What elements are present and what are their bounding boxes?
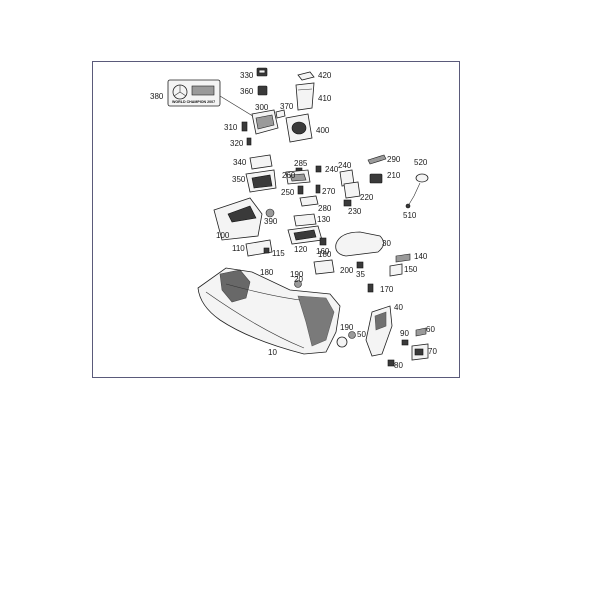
part-50-shape <box>336 336 348 348</box>
part-number-label: 510 <box>403 211 417 220</box>
part-number-label: 160 <box>316 247 330 256</box>
part-number-label: 90 <box>400 329 409 338</box>
part-320-shape <box>246 137 252 146</box>
part-80-shape <box>387 359 395 367</box>
part-number-label: 50 <box>357 330 366 339</box>
part-number-label: 180 <box>318 250 332 259</box>
part-10-console-body <box>197 267 341 355</box>
part-40-shape <box>365 305 393 357</box>
part-390-shape <box>265 208 275 218</box>
badge-text: WORLD CHAMPION 2007 <box>172 100 215 104</box>
part-number-label: 115 <box>272 249 285 258</box>
diagram-frame <box>92 61 460 378</box>
part-number-label: 520 <box>414 158 428 167</box>
part-number-label: 35 <box>356 270 365 279</box>
part-number-label: 280 <box>318 204 332 213</box>
part-90-shape <box>401 339 409 346</box>
part-400-shape <box>285 113 313 143</box>
part-280-shape <box>299 195 319 207</box>
part-370-shape <box>275 109 286 119</box>
part-number-label: 210 <box>387 171 401 180</box>
part-70-shape <box>411 343 429 361</box>
part-350-shape <box>245 169 277 193</box>
part-100-shape <box>213 197 263 241</box>
part-number-label: 110 <box>232 244 245 253</box>
part-number-label: 140 <box>414 252 428 261</box>
part-number-label: 130 <box>317 215 331 224</box>
part-number-label: 360 <box>240 87 254 96</box>
part-250-shape <box>297 185 304 195</box>
part-number-label: 240 <box>338 161 352 170</box>
part-60-shape <box>415 327 427 337</box>
part-number-label: 190 <box>290 270 304 279</box>
part-number-label: 100 <box>216 231 230 240</box>
part-520-shape <box>415 173 429 183</box>
part-290-shape <box>367 154 387 165</box>
part-300-shape <box>251 109 279 135</box>
part-190-shape <box>294 280 302 288</box>
part-number-label: 70 <box>428 347 437 356</box>
part-number-label: 370 <box>280 102 294 111</box>
part-number-label: 420 <box>318 71 332 80</box>
part-number-label: 270 <box>322 187 336 196</box>
part-150-shape <box>389 263 403 277</box>
part-number-label: 20 <box>294 275 303 284</box>
part-number-label: 170 <box>380 285 394 294</box>
part-230-shape <box>343 199 352 207</box>
part-35-shape <box>356 261 364 269</box>
part-number-label: 190 <box>340 323 354 332</box>
part-270-shape <box>315 184 321 194</box>
part-200-shape <box>313 259 335 275</box>
part-number-label: 285 <box>294 159 308 168</box>
badge-380: WORLD CHAMPION 2007 <box>167 79 221 107</box>
part-340-shape <box>249 154 273 170</box>
part-160-shape <box>319 237 327 246</box>
part-number-label: 250 <box>281 188 295 197</box>
part-number-label: 40 <box>394 303 403 312</box>
part-number-label: 180 <box>260 268 274 277</box>
part-140-shape <box>395 253 411 263</box>
part-number-label: 30 <box>382 239 391 248</box>
part-130-shape <box>293 213 317 227</box>
part-510-shape <box>405 182 421 209</box>
part-number-labels: 330 420 360 410 380 300 370 310 400 320 … <box>150 71 437 370</box>
part-number-label: 150 <box>404 265 418 274</box>
part-number-label: 310 <box>224 123 238 132</box>
part-number-label: 220 <box>360 193 374 202</box>
part-220-shape <box>343 181 361 199</box>
part-number-label: 340 <box>233 158 247 167</box>
part-number-label: 390 <box>264 217 278 226</box>
part-210-shape <box>369 173 383 184</box>
part-number-label: 350 <box>232 175 246 184</box>
part-330-shape <box>256 67 268 77</box>
part-number-label: 60 <box>426 325 435 334</box>
part-number-label: 260 <box>282 171 296 180</box>
part-number-label: 300 <box>255 103 269 112</box>
part-number-label: 120 <box>294 245 308 254</box>
part-260-shape <box>285 169 311 185</box>
part-number-label: 240 <box>325 165 339 174</box>
part-number-label: 10 <box>268 348 277 357</box>
part-190b-shape <box>348 331 356 339</box>
part-170-shape <box>367 283 374 293</box>
part-number-label: 410 <box>318 94 332 103</box>
part-310-shape <box>241 121 248 132</box>
part-number-label: 230 <box>348 207 362 216</box>
part-420-shape <box>297 71 315 81</box>
part-number-label: 380 <box>150 92 164 101</box>
part-115-shape <box>263 247 270 254</box>
part-120-shape <box>287 225 323 245</box>
part-410-shape <box>295 82 315 111</box>
part-number-label: 200 <box>340 266 354 275</box>
part-number-label: 320 <box>230 139 244 148</box>
part-360-shape <box>257 85 268 96</box>
part-number-label: 80 <box>394 361 403 370</box>
part-number-label: 290 <box>387 155 401 164</box>
part-30-shape <box>335 231 384 257</box>
part-240-shape <box>315 165 322 173</box>
part-number-label: 400 <box>316 126 330 135</box>
part-number-label: 330 <box>240 71 254 80</box>
